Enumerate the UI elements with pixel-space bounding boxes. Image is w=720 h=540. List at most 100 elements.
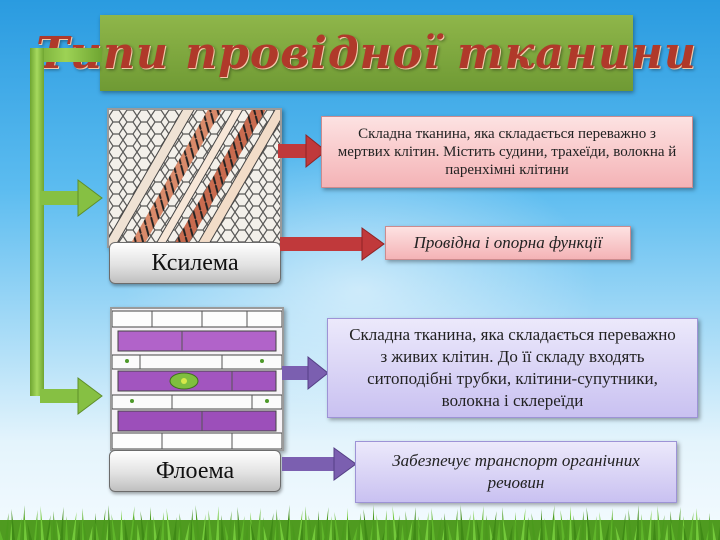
grass-blade bbox=[657, 506, 661, 540]
grass-blade bbox=[515, 521, 519, 540]
grass-blade bbox=[593, 516, 597, 540]
grass-blade bbox=[245, 525, 248, 540]
grass-blade bbox=[708, 513, 711, 540]
grass-blade bbox=[544, 518, 548, 540]
title-banner: Типи провідної тканини bbox=[36, 15, 696, 91]
grass-blade bbox=[195, 505, 200, 540]
grass-blade bbox=[353, 526, 358, 540]
grass-blade bbox=[166, 508, 171, 540]
grass-blade bbox=[485, 515, 488, 540]
grass-blade bbox=[185, 522, 190, 540]
grass-blade bbox=[132, 515, 135, 540]
grass-blade bbox=[179, 513, 183, 540]
grass-blade bbox=[431, 508, 435, 540]
phloem-description: Складна тканина, яка складається переваж… bbox=[327, 318, 698, 418]
grass-blade bbox=[573, 515, 577, 540]
grass-blade bbox=[65, 516, 68, 540]
grass-blade bbox=[263, 526, 267, 540]
grass-blade bbox=[564, 519, 568, 540]
grass-blade bbox=[233, 520, 236, 540]
grass-blade bbox=[497, 520, 500, 540]
grass-blade bbox=[324, 507, 329, 540]
phloem-function-arrow bbox=[282, 447, 357, 481]
bracket-top bbox=[30, 48, 102, 62]
xylem-function: Провідна і опорна функції bbox=[385, 226, 631, 260]
grass-blade bbox=[321, 520, 325, 540]
grass-blade bbox=[389, 519, 392, 540]
grass-blade bbox=[192, 518, 195, 540]
grass-blade bbox=[36, 519, 39, 540]
grass-blade bbox=[292, 523, 296, 540]
grass-blade bbox=[502, 516, 507, 540]
grass-blade bbox=[665, 524, 668, 540]
phloem-label: Флоема bbox=[109, 450, 281, 492]
grass-blade bbox=[228, 511, 232, 540]
grass-blade bbox=[334, 512, 339, 540]
grass-blade bbox=[586, 507, 591, 540]
grass-blade bbox=[77, 521, 80, 540]
grass-decoration bbox=[0, 505, 720, 540]
grass-blade bbox=[305, 506, 308, 540]
grass-blade bbox=[372, 505, 375, 540]
grass-blade bbox=[552, 514, 555, 540]
grass-blade bbox=[699, 517, 704, 540]
grass-blade bbox=[363, 509, 368, 540]
phloem-description-arrow bbox=[282, 355, 329, 391]
grass-blade bbox=[53, 511, 56, 540]
grass-blade bbox=[376, 514, 380, 540]
grass-blade bbox=[437, 517, 442, 540]
grass-blade bbox=[27, 523, 32, 540]
grass-blade bbox=[111, 514, 116, 540]
grass-blade bbox=[347, 517, 351, 540]
grass-blade bbox=[124, 519, 128, 540]
grass-blade bbox=[677, 507, 681, 540]
grass-blade bbox=[250, 521, 255, 540]
grass-blade bbox=[360, 522, 363, 540]
grass-blade bbox=[144, 520, 148, 540]
grass-blade bbox=[56, 520, 61, 540]
grass-blade bbox=[615, 526, 620, 540]
page-title: Типи провідної тканини bbox=[36, 27, 697, 79]
grass-blade bbox=[560, 510, 565, 540]
grass-blade bbox=[408, 520, 413, 540]
grass-blade bbox=[636, 505, 639, 540]
grass-blade bbox=[683, 525, 687, 540]
grass-blade bbox=[5, 513, 9, 540]
grass-blade bbox=[95, 522, 99, 540]
grass-blade bbox=[40, 506, 44, 540]
grass-blade bbox=[60, 507, 64, 540]
grass-blade bbox=[599, 512, 603, 540]
bracket-vertical bbox=[30, 48, 44, 396]
grass-blade bbox=[444, 513, 447, 540]
grass-blade bbox=[576, 524, 581, 540]
grass-blade bbox=[72, 512, 77, 540]
grass-blade bbox=[240, 516, 245, 540]
grass-blade bbox=[257, 508, 261, 540]
grass-blade bbox=[653, 519, 656, 540]
grass-blade bbox=[384, 510, 387, 540]
grass-blade bbox=[689, 512, 694, 540]
grass-blade bbox=[628, 509, 632, 540]
grass-blade bbox=[140, 511, 145, 540]
grass-blade bbox=[492, 511, 497, 540]
grass-blade bbox=[89, 526, 93, 540]
xylem-function-arrow bbox=[280, 227, 385, 261]
grass-blade bbox=[224, 524, 229, 540]
grass-blade bbox=[468, 523, 471, 540]
grass-blade bbox=[425, 512, 429, 540]
grass-blade bbox=[300, 519, 303, 540]
grass-blade bbox=[557, 523, 560, 540]
grass-blade bbox=[521, 508, 526, 540]
grass-blade bbox=[605, 521, 610, 540]
grass-blade bbox=[329, 516, 332, 540]
grass-blade bbox=[581, 511, 584, 540]
xylem-description-arrow bbox=[278, 133, 327, 169]
grass-blade bbox=[401, 524, 404, 540]
grass-blade bbox=[644, 523, 649, 540]
grass-blade bbox=[660, 515, 665, 540]
grass-blade bbox=[101, 509, 106, 540]
grass-blade bbox=[237, 507, 241, 540]
phloem-illustration bbox=[112, 309, 282, 449]
grass-blade bbox=[612, 517, 615, 540]
grass-blade bbox=[108, 505, 111, 540]
